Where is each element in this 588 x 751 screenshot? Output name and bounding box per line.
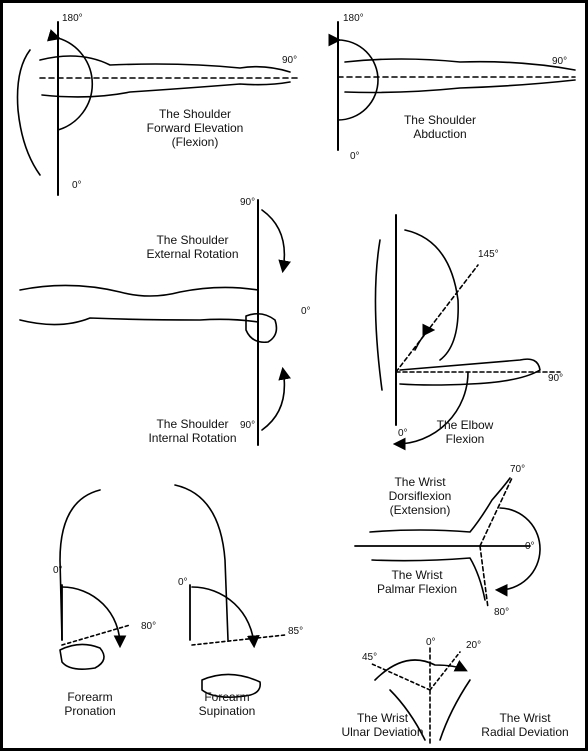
external-rotation-90-label: 90° (240, 197, 255, 208)
external-rotation-title-line1: The Shoulder (130, 233, 255, 247)
wrist-80-label: 80° (494, 607, 509, 618)
radial-20-label: 20° (466, 640, 481, 651)
supination-85-label: 85° (288, 626, 303, 637)
forearm-pronation-title: Forearm Pronation (45, 690, 135, 718)
wrist-70-label: 70° (510, 464, 525, 475)
ulnar-deviation-title-line2: Ulnar Deviation (340, 725, 425, 739)
abduction-title-line1: The Shoulder (380, 113, 500, 127)
wrist-palmar-title-line2: Palmar Flexion (362, 582, 472, 596)
forward-elevation-180-label: 180° (62, 13, 83, 24)
elbow-flexion-drawing (375, 215, 560, 444)
elbow-flexion-title: The Elbow Flexion (425, 418, 505, 446)
forward-elevation-title: The Shoulder Forward Elevation (Flexion) (120, 107, 270, 149)
abduction-title: The Shoulder Abduction (380, 113, 500, 141)
external-rotation-title-line2: External Rotation (130, 247, 255, 261)
internal-rotation-90-label: 90° (240, 420, 255, 431)
forward-elevation-0-label: 0° (72, 180, 82, 191)
abduction-title-line2: Abduction (380, 127, 500, 141)
deviation-0-label: 0° (426, 637, 436, 648)
wrist-0-label: 0° (525, 541, 535, 552)
abduction-180-label: 180° (343, 13, 364, 24)
supination-0-label: 0° (178, 577, 188, 588)
ulnar-45-label: 45° (362, 652, 377, 663)
rotation-0-label: 0° (301, 306, 311, 317)
external-rotation-title: The Shoulder External Rotation (130, 233, 255, 261)
forearm-supination-drawing (190, 585, 285, 697)
radial-deviation-title-line1: The Wrist (470, 711, 580, 725)
wrist-palmar-title: The Wrist Palmar Flexion (362, 568, 472, 596)
forearm-supination-title: Forearm Supination (182, 690, 272, 718)
forward-elevation-title-line3: (Flexion) (120, 135, 270, 149)
forward-elevation-title-line2: Forward Elevation (120, 121, 270, 135)
ulnar-deviation-title: The Wrist Ulnar Deviation (340, 711, 425, 739)
pronation-0-label: 0° (53, 565, 63, 576)
forearm-pronation-title-line1: Forearm (45, 690, 135, 704)
ulnar-deviation-title-line1: The Wrist (340, 711, 425, 725)
elbow-0-label: 0° (398, 428, 408, 439)
wrist-dorsiflexion-title: The Wrist Dorsiflexion (Extension) (370, 475, 470, 517)
forward-elevation-90-label: 90° (282, 55, 297, 66)
wrist-palmar-title-line1: The Wrist (362, 568, 472, 582)
wrist-dorsiflexion-title-line1: The Wrist (370, 475, 470, 489)
forearm-pronation-title-line2: Pronation (45, 704, 135, 718)
internal-rotation-title-line1: The Shoulder (130, 417, 255, 431)
forward-elevation-title-line1: The Shoulder (120, 107, 270, 121)
elbow-145-label: 145° (478, 249, 499, 260)
forearm-pronation-drawing (60, 485, 228, 669)
elbow-flexion-title-line1: The Elbow (425, 418, 505, 432)
elbow-flexion-title-line2: Flexion (425, 432, 505, 446)
wrist-dorsiflexion-title-line2: Dorsiflexion (370, 489, 470, 503)
radial-deviation-title: The Wrist Radial Deviation (470, 711, 580, 739)
wrist-dorsiflexion-title-line3: (Extension) (370, 503, 470, 517)
radial-deviation-title-line2: Radial Deviation (470, 725, 580, 739)
abduction-0-label: 0° (350, 151, 360, 162)
forearm-supination-title-line2: Supination (182, 704, 272, 718)
forearm-supination-title-line1: Forearm (182, 690, 272, 704)
internal-rotation-title: The Shoulder Internal Rotation (130, 417, 255, 445)
pronation-80-label: 80° (141, 621, 156, 632)
abduction-90-label: 90° (552, 56, 567, 67)
internal-rotation-title-line2: Internal Rotation (130, 431, 255, 445)
elbow-90-label: 90° (548, 373, 563, 384)
